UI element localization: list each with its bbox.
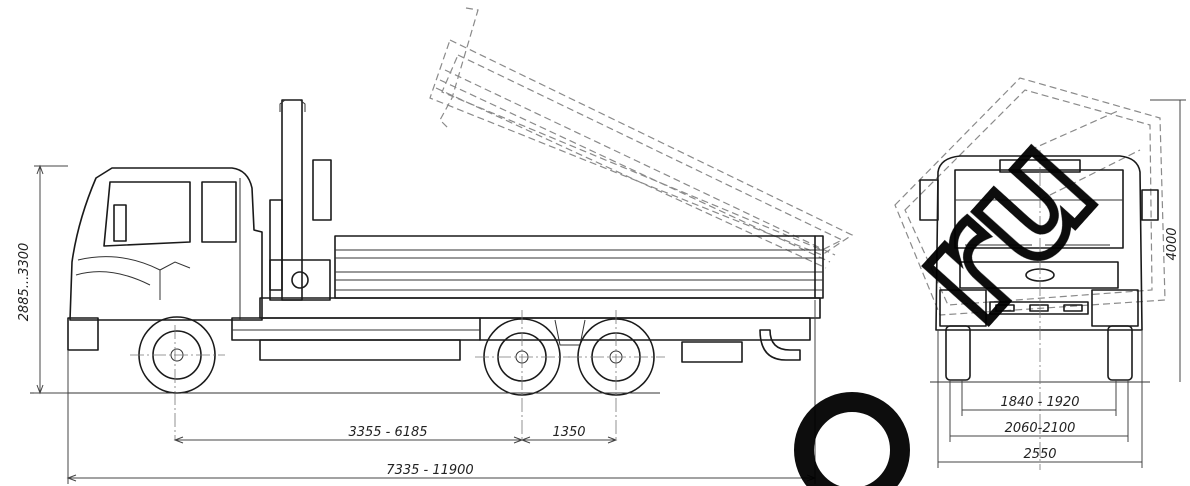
dim-overall-length-label: 7335 - 11900: [386, 463, 473, 478]
crane: [269, 99, 332, 301]
cargo-bed: [259, 235, 824, 319]
dim-cab-to-axle-label: 3355 - 6185: [348, 425, 427, 440]
watermark-circle: [794, 392, 910, 486]
dim-overall-width-label: 2550: [1023, 447, 1056, 462]
tipped-body-ghost: [429, 7, 854, 269]
dim-height-label: 2885...3300: [17, 243, 32, 322]
front-dimensions: [937, 99, 1186, 468]
side-dimensions: [34, 164, 817, 484]
front-view: [894, 77, 1166, 470]
dim-track-rear-label: 1840 - 1920: [1000, 395, 1079, 410]
watermark-text: ru: [877, 103, 1127, 354]
dim-rear-axle-spacing-label: 1350: [552, 425, 585, 440]
dim-tipped-height-label: 4000: [1165, 227, 1180, 260]
chassis: [231, 317, 811, 363]
dim-track-front-label: 2060-2100: [1005, 421, 1076, 436]
cab: [67, 167, 263, 351]
side-view: [30, 7, 854, 440]
